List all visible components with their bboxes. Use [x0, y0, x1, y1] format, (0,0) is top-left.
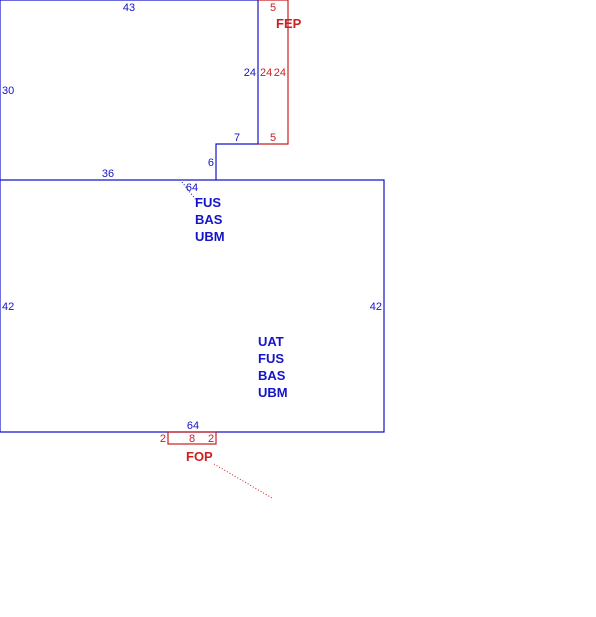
fop-label: FOP [186, 449, 213, 464]
dim-lower-top: 64 [186, 182, 198, 194]
area1-label: UBM [195, 229, 225, 244]
dim-upper-left: 30 [2, 85, 14, 97]
area1-label: FUS [195, 195, 221, 210]
dim-fep-left: 24 [260, 67, 272, 79]
dim-step-horizontal: 7 [234, 132, 240, 144]
dim-step-vertical: 6 [208, 157, 214, 169]
fop-leader-line [213, 463, 273, 499]
area2-label: BAS [258, 368, 286, 383]
fep-label: FEP [276, 16, 302, 31]
main-structure-outline [0, 0, 385, 433]
dim-fop-left: 2 [160, 433, 166, 445]
dim-fep-top: 5 [270, 2, 276, 14]
dim-fop-right: 2 [208, 433, 214, 445]
dim-fep-bottom: 5 [270, 132, 276, 144]
area2-label-group: UAT FUS BAS UBM [258, 334, 288, 400]
area1-label-group: FUS BAS UBM [195, 195, 225, 244]
dim-lower-bottom: 64 [187, 420, 199, 432]
dim-fep-right: 24 [274, 67, 286, 79]
area2-label: UBM [258, 385, 288, 400]
area2-label: FUS [258, 351, 284, 366]
dim-lower-right: 42 [370, 301, 382, 313]
dim-lower-left: 42 [2, 301, 14, 313]
area1-label: BAS [195, 212, 223, 227]
fep-outline [258, 0, 289, 145]
fop-outline [167, 431, 217, 445]
dim-fop-bottom: 8 [189, 433, 195, 445]
dim-upper-bottom: 36 [102, 168, 114, 180]
dim-upper-right: 24 [244, 67, 256, 79]
area2-label: UAT [258, 334, 284, 349]
dim-upper-top: 43 [123, 2, 135, 14]
area1-leader-line [181, 181, 197, 201]
